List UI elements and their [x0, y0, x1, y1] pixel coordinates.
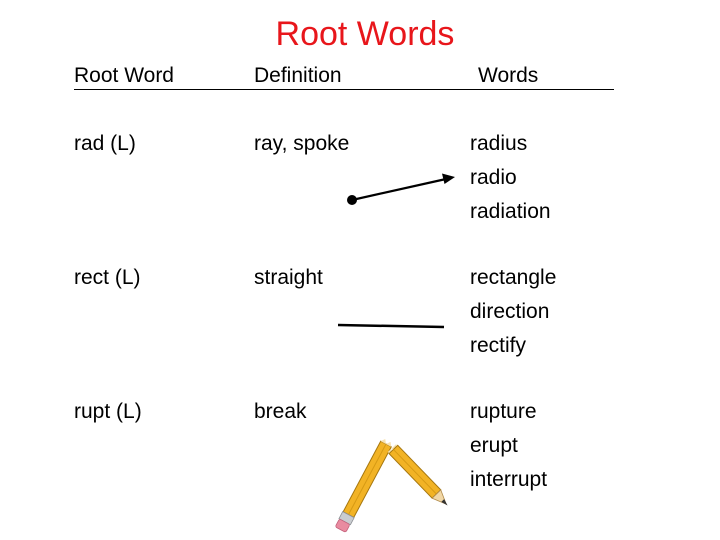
- word-erupt: erupt: [470, 434, 518, 457]
- word-direction: direction: [470, 300, 550, 323]
- word-radiation: radiation: [470, 200, 551, 223]
- word-rectangle: rectangle: [470, 266, 557, 289]
- word-rectify: rectify: [470, 334, 527, 357]
- definition-rect: straight: [254, 266, 323, 289]
- root-word-rad: rad (L): [74, 132, 136, 155]
- straight-line-icon: [337, 323, 445, 329]
- slide-title: Root Words: [275, 15, 455, 53]
- ray-arrow-icon: [347, 173, 455, 205]
- definition-rupt: break: [254, 400, 307, 423]
- word-radio: radio: [470, 166, 517, 189]
- header-underline: [74, 89, 614, 90]
- definition-rad: ray, spoke: [254, 132, 350, 155]
- word-rupture: rupture: [470, 400, 537, 423]
- broken-pencil-icon: [335, 439, 448, 533]
- root-word-rupt: rupt (L): [74, 400, 142, 423]
- header-words: Words: [478, 64, 539, 87]
- word-radius: radius: [470, 132, 528, 155]
- header-definition: Definition: [254, 64, 342, 87]
- word-interrupt: interrupt: [470, 468, 548, 491]
- root-word-rect: rect (L): [74, 266, 141, 289]
- header-root-word: Root Word: [74, 64, 174, 87]
